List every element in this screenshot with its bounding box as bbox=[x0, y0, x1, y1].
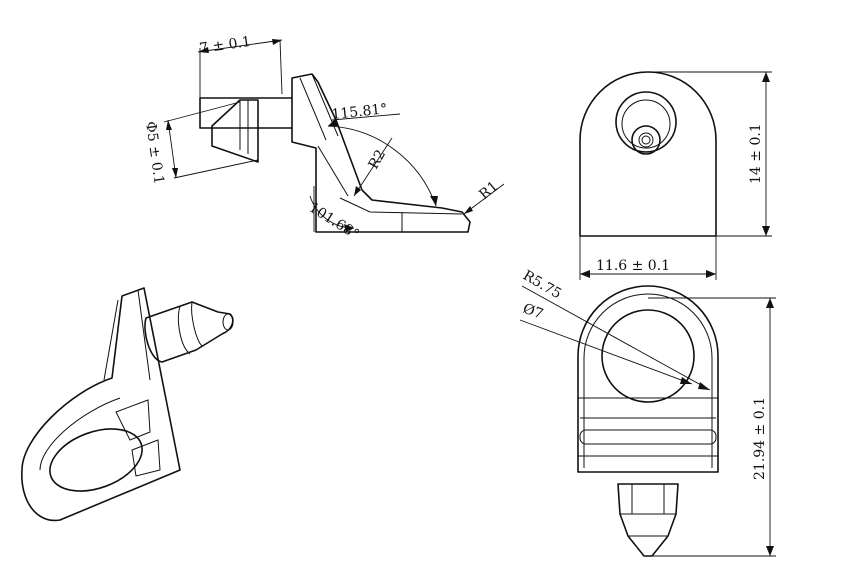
isometric-view bbox=[21, 287, 234, 522]
bottom-height-label: 21.94 ± 0.1 bbox=[752, 397, 768, 480]
bottom-diameter-label: Ø7 bbox=[521, 301, 546, 323]
side-diameter-label: Φ5 ± 0.1 bbox=[142, 120, 167, 185]
side-width-label: 7 ± 0.1 bbox=[198, 34, 252, 57]
radius-inner-label: R2 bbox=[366, 147, 390, 172]
front-view-dimensions: 14 ± 0.1 11.6 ± 0.1 bbox=[579, 71, 772, 280]
bottom-view-dimensions: R5.75 Ø7 21.94 ± 0.1 bbox=[519, 268, 776, 557]
front-height-label: 14 ± 0.1 bbox=[748, 123, 764, 184]
front-view bbox=[579, 71, 717, 237]
radius-tip-label: R1 bbox=[476, 178, 501, 203]
angle-upper-label: 115.81° bbox=[331, 101, 388, 123]
side-view bbox=[199, 73, 471, 233]
front-width-label: 11.6 ± 0.1 bbox=[596, 258, 670, 274]
side-view-dimensions: 7 ± 0.1 Φ5 ± 0.1 115.81° R2 R1 101.68° bbox=[142, 34, 505, 243]
bottom-view bbox=[577, 285, 719, 557]
